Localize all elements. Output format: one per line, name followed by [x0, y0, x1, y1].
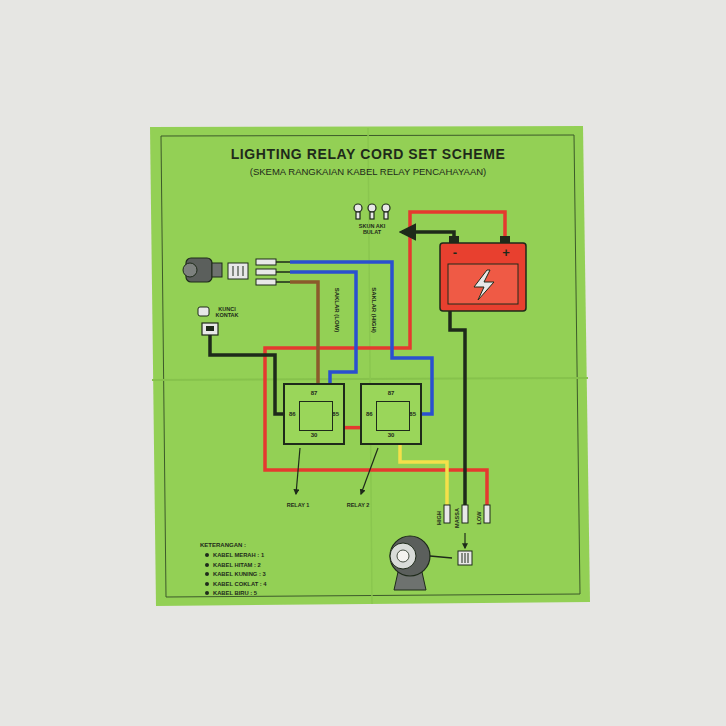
diagram-title: LIGHTING RELAY CORD SET SCHEME — [231, 147, 506, 162]
pin-number: 87 — [311, 390, 318, 396]
legend-bullet — [205, 553, 209, 557]
pin-number: 86 — [366, 411, 373, 417]
key-switch-label: KUNCI KONTAK — [212, 306, 242, 318]
relay-label: RELAY 1 — [287, 502, 310, 508]
switch-label: SAKLAR (HIGH) — [371, 287, 378, 333]
relay-box: 87 86 85 30 — [360, 383, 422, 445]
legend-bullet — [205, 572, 209, 576]
plug-terminals — [444, 505, 490, 523]
legend-row: KABEL BIRU : 5 — [205, 590, 257, 596]
relay-label: RELAY 2 — [347, 502, 370, 508]
red-wire-connector — [345, 426, 360, 430]
legend-bullet — [205, 563, 209, 567]
leader-arrow — [361, 448, 378, 494]
legend-text: KABEL COKLAT : 4 — [213, 581, 267, 587]
pin-number: 30 — [388, 432, 395, 438]
legend-bullet — [205, 582, 209, 586]
black-wire — [210, 335, 283, 414]
relay-box: 87 86 85 30 — [283, 383, 345, 445]
relay-coil-outline — [376, 401, 410, 431]
battery-icon — [440, 236, 526, 311]
ring-terminal-icon — [354, 204, 390, 219]
switch-icon — [183, 258, 290, 285]
light-connector — [458, 551, 472, 565]
pin-number: 85 — [332, 411, 339, 417]
legend-heading: KETERANGAN : — [200, 542, 246, 549]
switch-label: SAKLAR (LOW) — [334, 288, 341, 333]
legend-row: KABEL KUNING : 3 — [205, 571, 266, 577]
legend-row: KABEL MERAH : 1 — [205, 552, 264, 558]
leader-arrow — [464, 533, 465, 548]
pin-number: 86 — [289, 411, 296, 417]
legend-bullet — [205, 591, 209, 595]
leader-arrow — [296, 448, 300, 494]
yellow-wire — [400, 445, 447, 505]
brown-wire — [290, 282, 318, 383]
subtitle: (SKEMA RANGKAIAN KABEL RELAY PENCAHAYAAN… — [250, 167, 487, 177]
legend-text: KABEL MERAH : 1 — [213, 552, 264, 558]
blue-wire — [290, 272, 356, 383]
legend-text: KABEL HITAM : 2 — [213, 562, 261, 568]
legend-text: KABEL KUNING : 3 — [213, 571, 266, 577]
legend-text: KABEL BIRU : 5 — [213, 590, 257, 596]
wires — [210, 212, 505, 505]
legend-row: KABEL COKLAT : 4 — [205, 581, 267, 587]
fold-crease — [368, 128, 372, 604]
pin-number: 85 — [409, 411, 416, 417]
key-switch-icon — [198, 307, 218, 335]
legend-row: KABEL HITAM : 2 — [205, 562, 261, 568]
black-wire — [402, 232, 454, 236]
paper-sheet — [150, 126, 590, 606]
pin-number: 30 — [311, 432, 318, 438]
terminal-label: SKUN AKI BULAT — [352, 223, 392, 235]
light-fixture-icon — [390, 536, 452, 590]
black-wire — [450, 311, 465, 505]
pin-number: 87 — [388, 390, 395, 396]
polarity-sign: + — [502, 246, 510, 260]
plug-label: HIGH — [436, 511, 442, 525]
relay-coil-outline — [299, 401, 333, 431]
polarity-sign: - — [453, 246, 457, 260]
plug-label: LOW — [476, 512, 482, 525]
red-wire — [265, 212, 505, 505]
plug-label: MASSA — [454, 508, 460, 528]
